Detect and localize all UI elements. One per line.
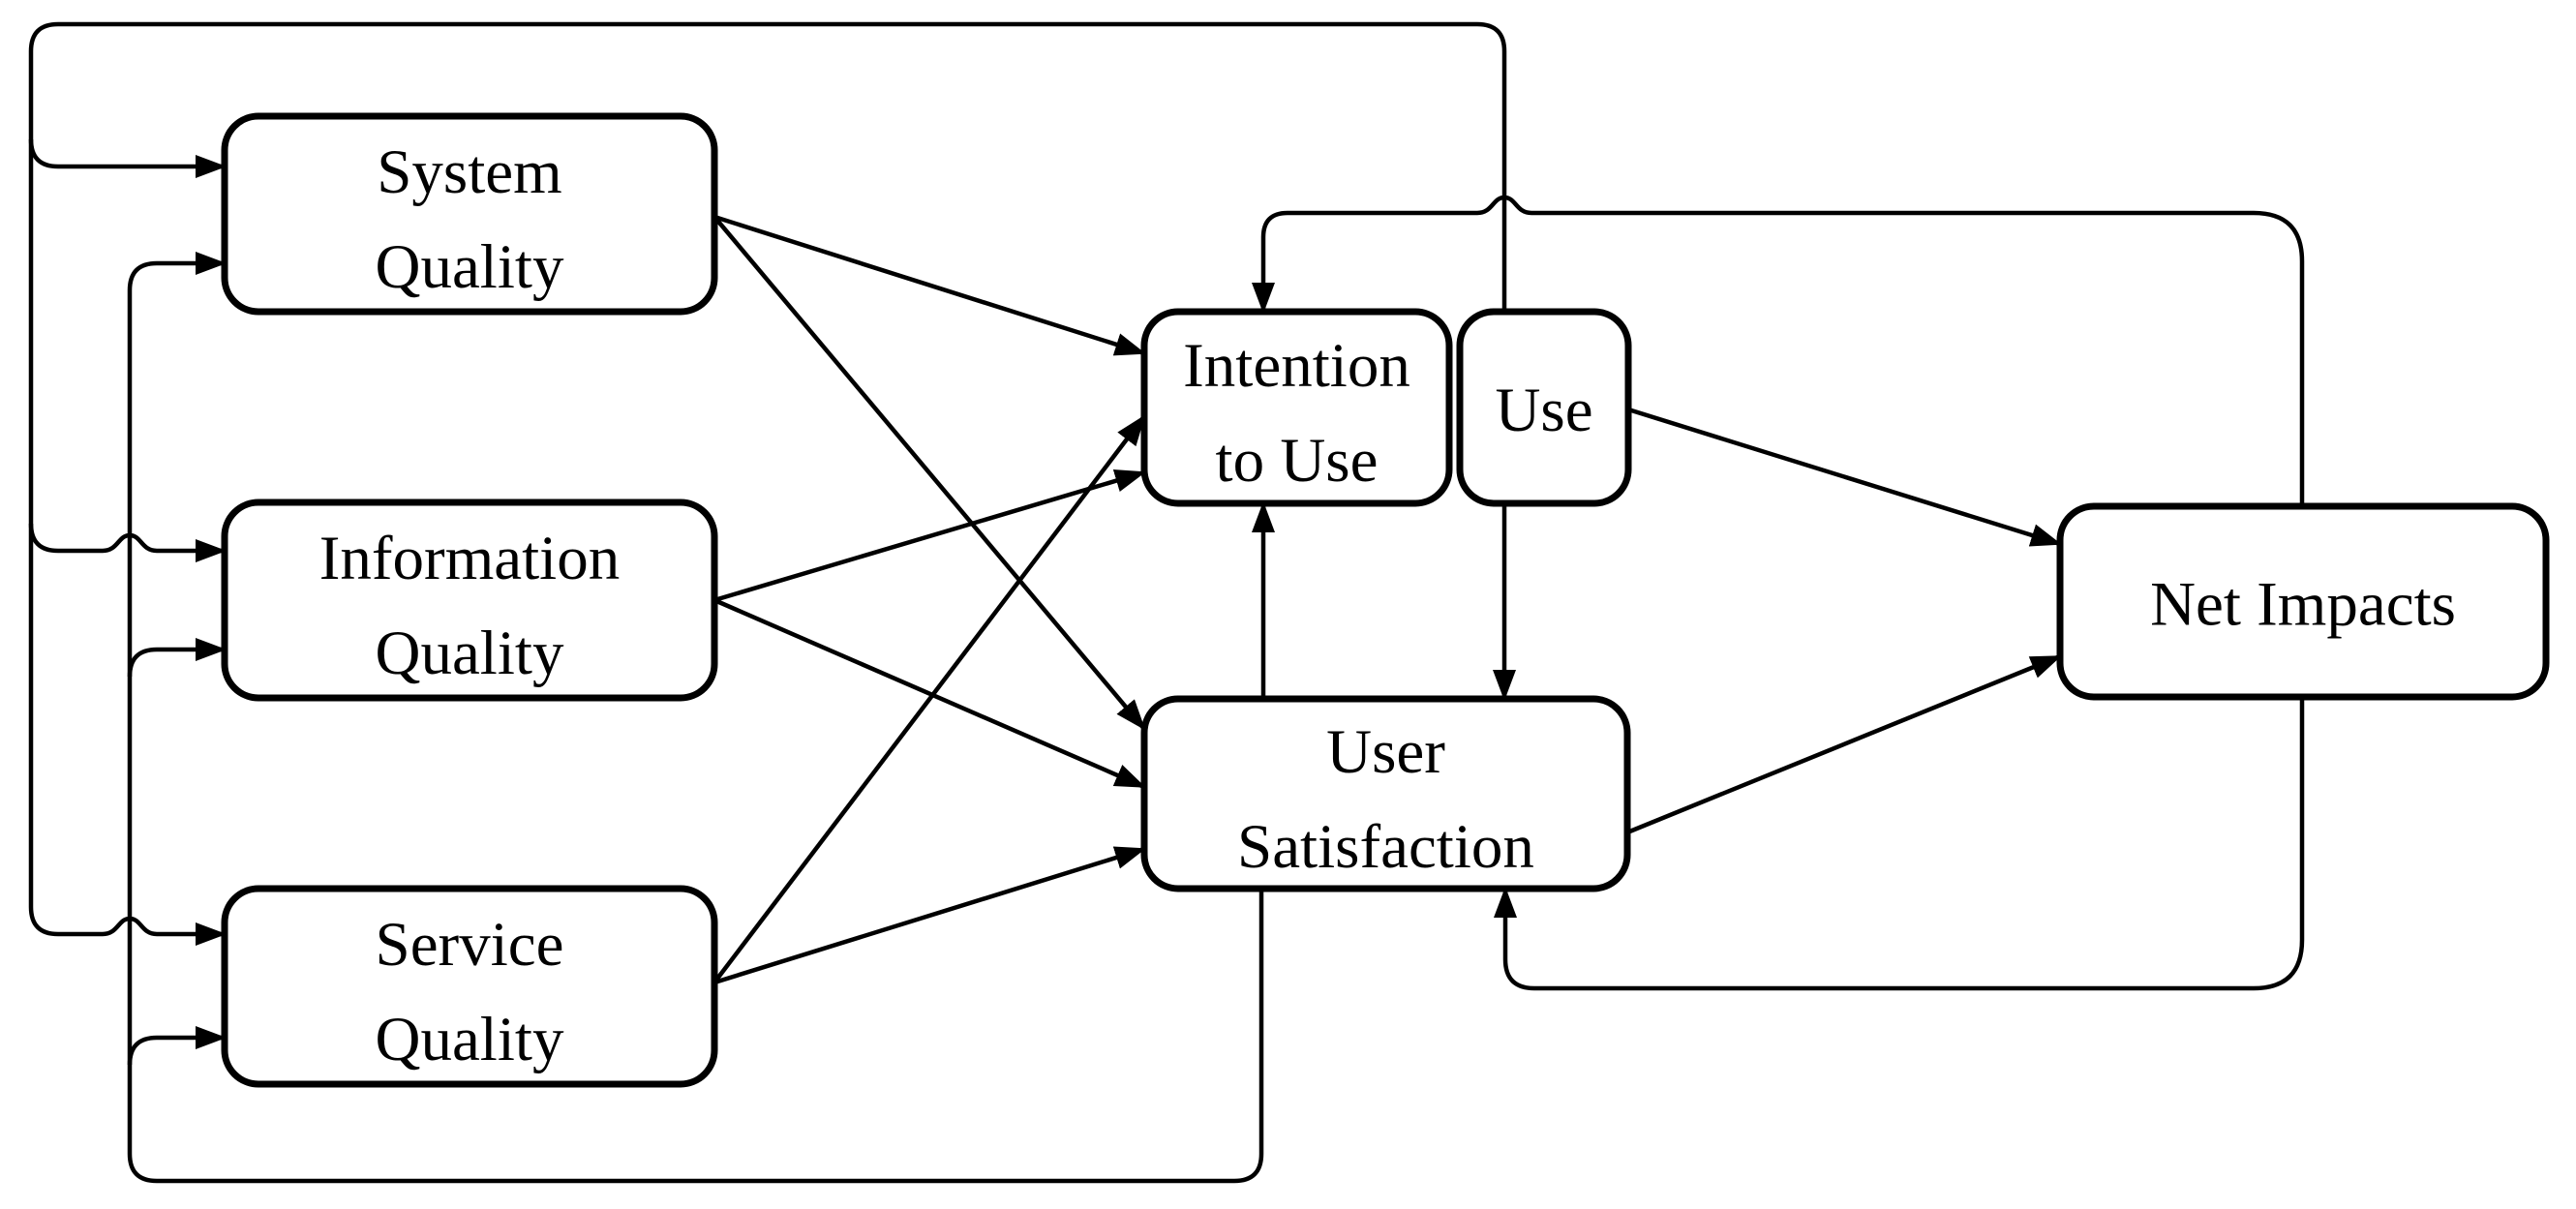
node-use: Use xyxy=(1456,308,1632,507)
node-box-service-quality xyxy=(221,885,718,1088)
edge-satisfaction-feedback-to-service-quality xyxy=(127,1026,227,1066)
edge-use-feedback-to-system-quality xyxy=(28,138,227,178)
node-box-user-satisfaction xyxy=(1140,695,1631,892)
edge-use-feedback-to-service-quality xyxy=(28,21,1507,946)
edge-system-quality-to-intention-to-use xyxy=(713,214,1146,356)
node-label-system-quality-line-1: System xyxy=(377,137,561,207)
edge-net-impacts-feedback-to-user-satisfaction xyxy=(1494,697,2305,991)
edge-service-quality-to-user-satisfaction xyxy=(713,846,1146,985)
node-label-service-quality-line-2: Quality xyxy=(376,1005,564,1074)
node-label-service-quality-line-1: Service xyxy=(376,910,564,980)
node-label-net-impacts-line-1: Net Impacts xyxy=(2150,570,2456,640)
edge-information-quality-to-user-satisfaction xyxy=(713,597,1146,790)
node-label-user-satisfaction-line-1: User xyxy=(1326,717,1445,787)
node-layer: SystemQualityInformationQualityServiceQu… xyxy=(221,112,2550,1088)
node-label-system-quality-line-2: Quality xyxy=(376,232,564,302)
edge-satisfaction-feedback-to-system-quality xyxy=(127,252,1264,1184)
edge-net-impacts-feedback-to-intention-to-use xyxy=(1252,195,2305,506)
edge-information-quality-to-intention-to-use xyxy=(713,469,1146,603)
edge-use-to-net-impacts xyxy=(1627,407,2062,547)
node-box-system-quality xyxy=(221,112,718,316)
node-label-information-quality-line-2: Quality xyxy=(376,619,564,688)
edge-service-quality-to-intention-to-use xyxy=(712,414,1146,984)
edge-user-satisfaction-to-net-impacts xyxy=(1626,653,2062,835)
edge-layer xyxy=(28,21,2305,1184)
node-label-intention-to-use-line-1: Intention xyxy=(1183,331,1410,401)
edge-use-feedback-to-information-quality xyxy=(28,523,227,562)
node-label-use-line-1: Use xyxy=(1495,376,1592,445)
node-box-net-impacts xyxy=(2056,502,2550,701)
node-intention-to-use: Intention to Use xyxy=(1140,308,1453,507)
node-box-use xyxy=(1456,308,1632,507)
node-box-information-quality xyxy=(221,499,718,702)
node-box-intention-to-use xyxy=(1140,308,1453,507)
edge-system-quality-to-user-satisfaction xyxy=(712,215,1146,731)
node-label-intention-to-use-line-2: to Use xyxy=(1216,426,1379,496)
node-net-impacts: Net Impacts xyxy=(2056,502,2550,701)
node-label-user-satisfaction-line-2: Satisfaction xyxy=(1237,812,1534,882)
edge-satisfaction-feedback-to-information-quality xyxy=(127,638,227,678)
node-label-information-quality-line-1: Information xyxy=(319,524,620,593)
